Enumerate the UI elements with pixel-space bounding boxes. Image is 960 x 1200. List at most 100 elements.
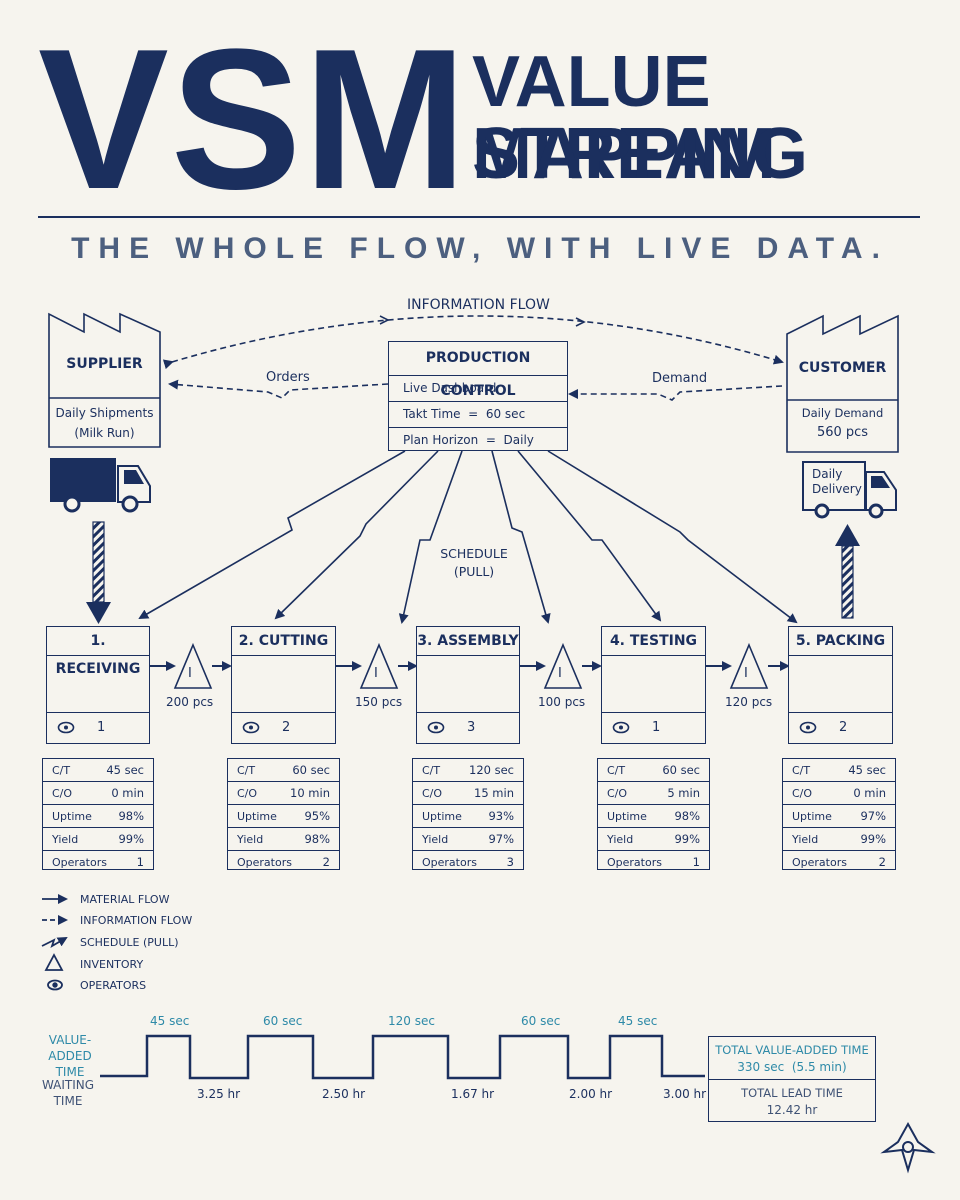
va-time-3: 120 sec <box>388 1014 435 1028</box>
data-cell: Operators <box>792 855 847 869</box>
schedule-arrow-packing-a <box>517 450 662 622</box>
data-cell: Yield <box>237 832 264 846</box>
schedule-arrow-assembly <box>398 450 463 624</box>
data-cell: 1 <box>692 855 700 869</box>
schedule-label-line-2: (PULL) <box>453 564 495 579</box>
schedule-pull-label: SCHEDULE (PULL) <box>436 545 512 581</box>
wait-time-3: 1.67 hr <box>451 1087 495 1101</box>
process-box-receiving: 1. RECEIVING 1 <box>46 626 150 744</box>
data-cell: 5 min <box>667 786 700 800</box>
inventory-symbol: I <box>558 666 562 681</box>
inventory-qty: 150 pcs <box>355 695 403 709</box>
value-added-time-label: VALUE-ADDED TIME <box>30 1032 110 1080</box>
data-cell: C/T <box>792 763 811 777</box>
data-cell: 95% <box>304 809 330 823</box>
data-cell: 99% <box>118 832 144 846</box>
shipment-push-arrow <box>86 521 111 624</box>
legend-inventory-icon <box>44 953 64 971</box>
wait-time-4: 2.00 hr <box>569 1087 613 1101</box>
operator-icon <box>57 721 75 734</box>
total-lead-label: TOTAL LEAD TIME <box>741 1086 843 1100</box>
inventory-symbol: I <box>188 666 192 681</box>
inventory-qty: 120 pcs <box>725 695 773 709</box>
wait-time-2: 2.50 hr <box>322 1087 366 1101</box>
demand-label: Demand <box>652 371 708 386</box>
production-control-box: PRODUCTION CONTROL Live Dashboard Takt T… <box>388 341 568 451</box>
daily-delivery-label: Daily Delivery <box>812 467 862 497</box>
operator-icon <box>799 721 817 734</box>
operator-count: 2 <box>839 720 848 735</box>
delivery-push-arrow <box>835 524 860 619</box>
data-row-co: C/O 5 min <box>598 782 709 805</box>
data-cell: 93% <box>488 809 514 823</box>
data-cell: 60 sec <box>662 763 700 777</box>
total-va-label: TOTAL VALUE-ADDED TIME <box>715 1043 869 1057</box>
va-time-2: 60 sec <box>263 1014 303 1028</box>
data-cell: 98% <box>674 809 700 823</box>
wait-time-1: 3.25 hr <box>197 1087 241 1101</box>
customer-truck-icon <box>802 461 897 519</box>
data-cell: Uptime <box>52 809 92 823</box>
operator-count: 2 <box>282 720 291 735</box>
production-control-title: PRODUCTION CONTROL <box>389 342 567 399</box>
demand-flow <box>568 385 783 401</box>
information-flow-arrowhead <box>575 317 586 327</box>
data-cell: 1 <box>136 855 144 869</box>
legend-operators: OPERATORS <box>80 979 147 992</box>
operator-row: 1 <box>602 712 705 743</box>
schedule-label-line-1: SCHEDULE <box>440 546 508 561</box>
data-cell: 45 sec <box>106 763 144 777</box>
legend-material-flow: MATERIAL FLOW <box>80 893 170 906</box>
total-lead-value: 12.42 hr <box>766 1103 818 1117</box>
legend-inventory: INVENTORY <box>80 958 144 971</box>
operator-count: 1 <box>97 720 106 735</box>
data-cell: 0 min <box>111 786 144 800</box>
data-cell: 120 sec <box>469 763 514 777</box>
operator-row: 2 <box>232 712 335 743</box>
delivery-line-1: Daily <box>812 467 843 481</box>
information-flow-arc <box>162 315 784 370</box>
operator-count: 3 <box>467 720 476 735</box>
customer-name: CUSTOMER <box>798 360 887 376</box>
schedule-arrow-receiving <box>138 450 406 620</box>
totals-box: TOTAL VALUE-ADDED TIME 330 sec (5.5 min)… <box>708 1036 876 1122</box>
data-cell: C/O <box>607 786 628 800</box>
data-cell: 3 <box>506 855 514 869</box>
schedule-arrow-testing <box>491 450 551 624</box>
va-time-1: 45 sec <box>150 1014 190 1028</box>
customer-demand-qty: 560 pcs <box>816 425 869 440</box>
data-cell: C/T <box>607 763 626 777</box>
process-title: 5. PACKING <box>789 627 892 656</box>
data-cell: 0 min <box>853 786 886 800</box>
inventory-symbol: I <box>374 666 378 681</box>
data-cell: Operators <box>422 855 477 869</box>
information-flow-arrowhead <box>379 315 390 325</box>
schedule-arrow-cutting <box>274 450 439 620</box>
data-cell: Uptime <box>792 809 832 823</box>
legend-operator-icon <box>47 979 63 991</box>
data-cell: 98% <box>118 809 144 823</box>
operator-row: 1 <box>47 712 149 743</box>
data-cell: Operators <box>607 855 662 869</box>
va-label-line-2: TIME <box>55 1065 85 1079</box>
operator-row: 2 <box>789 712 892 743</box>
brand-logo-icon <box>880 1121 936 1174</box>
customer-factory-icon <box>786 314 899 453</box>
process-title: 4. TESTING <box>602 627 705 656</box>
va-time-4: 60 sec <box>521 1014 561 1028</box>
legend-information-flow: INFORMATION FLOW <box>80 914 193 927</box>
operator-count: 1 <box>652 720 661 735</box>
header-divider <box>38 216 920 218</box>
